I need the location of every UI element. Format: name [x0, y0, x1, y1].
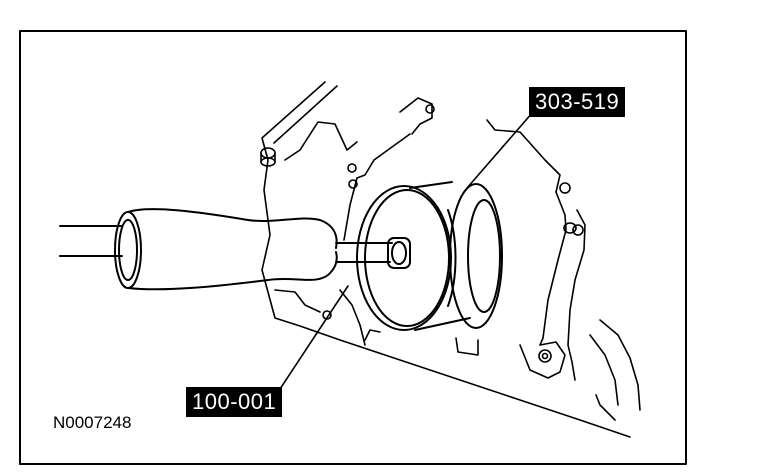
seal-remover-tool — [356, 181, 503, 331]
leader-line-303-519 — [466, 111, 534, 189]
bolt-bosses — [260, 104, 584, 363]
callout-slide-hammer: 100-001 — [186, 387, 283, 417]
callout-seal-remover: 303-519 — [529, 87, 626, 117]
engine-front-cover — [261, 81, 641, 438]
figure-border — [19, 30, 687, 465]
figure-id: N0007248 — [53, 413, 132, 432]
slide-hammer-tool — [59, 208, 411, 291]
leader-line-100-001 — [277, 285, 349, 393]
